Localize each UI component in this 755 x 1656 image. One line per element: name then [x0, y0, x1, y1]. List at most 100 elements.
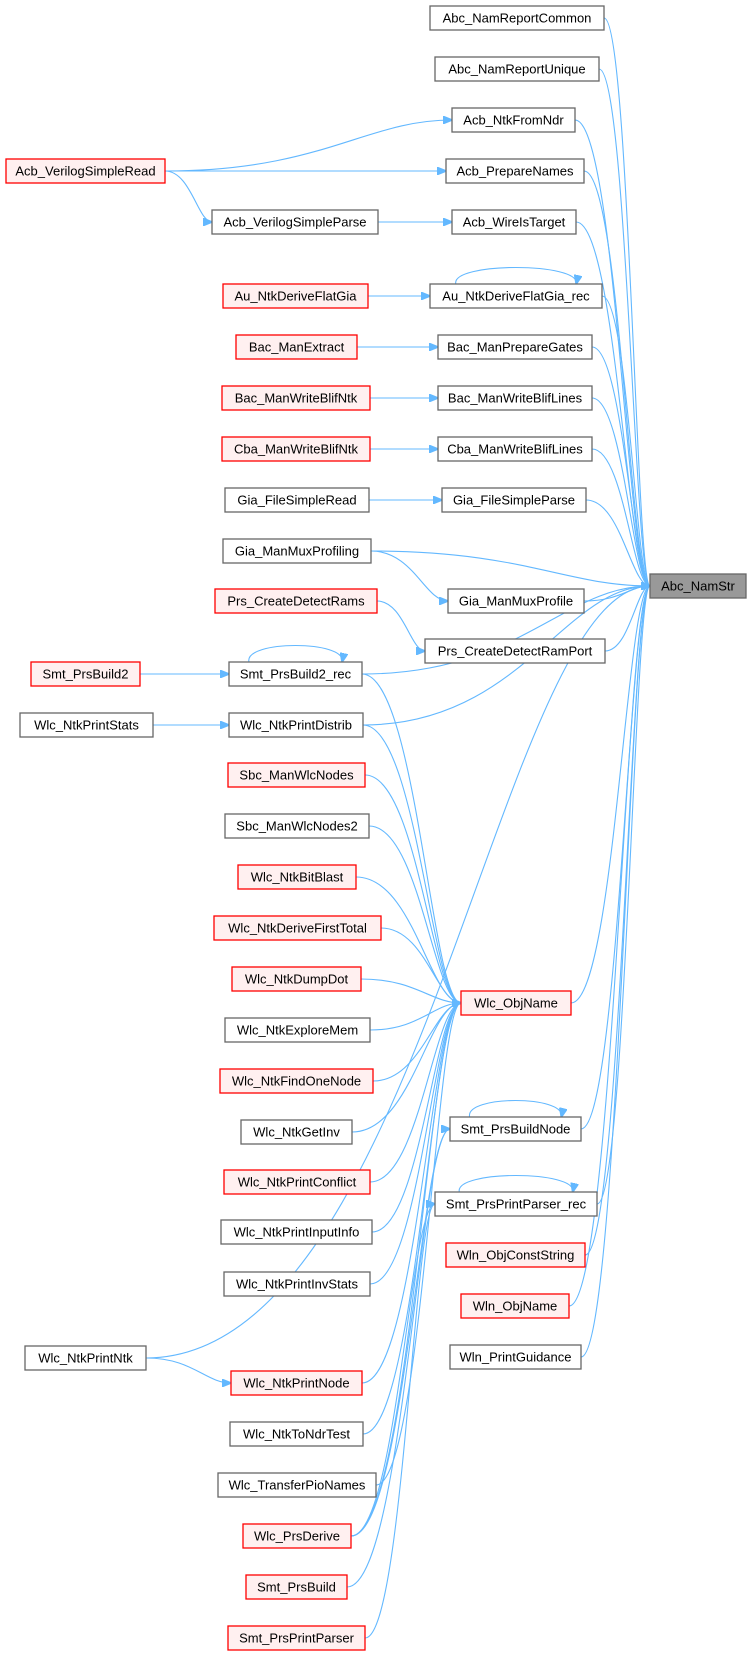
- node-wlc-ntkprintntk[interactable]: Wlc_NtkPrintNtk: [24, 1345, 147, 1371]
- node-label: Wlc_NtkPrintInputInfo: [234, 1225, 360, 1240]
- node-au-ntkderiveflatgia[interactable]: Au_NtkDeriveFlatGia: [222, 283, 369, 309]
- node-wlc-ntkderivefirsttotal[interactable]: Wlc_NtkDeriveFirstTotal: [213, 915, 382, 941]
- node-smt-prsprintparser-rec[interactable]: Smt_PrsPrintParser_rec: [434, 1191, 598, 1217]
- node-smt-prsbuild[interactable]: Smt_PrsBuild: [245, 1574, 348, 1600]
- node-box: [451, 107, 576, 133]
- node-box: [30, 661, 141, 687]
- nodes-layer: Abc_NamStr Abc_NamReportCommonAbc_NamRepo…: [5, 5, 747, 1651]
- node-acb-verilogsimpleparse[interactable]: Acb_VerilogSimpleParse: [211, 209, 379, 235]
- node-smt-prsbuildnode[interactable]: Smt_PrsBuildNode: [449, 1116, 582, 1142]
- node-box: [449, 1344, 582, 1370]
- node-wln-objname[interactable]: Wln_ObjName: [460, 1293, 570, 1319]
- node-box: [437, 436, 593, 462]
- node-wlc-ntkprintstats[interactable]: Wlc_NtkPrintStats: [19, 712, 154, 738]
- node-gia-filesimpleread[interactable]: Gia_FileSimpleRead: [224, 487, 370, 513]
- node-label: Wlc_NtkPrintConflict: [238, 1175, 357, 1190]
- node-prs-createdetectrams[interactable]: Prs_CreateDetectRams: [214, 588, 378, 614]
- node-label: Cba_ManWriteBlifLines: [447, 442, 583, 457]
- node-abc-namreportunique[interactable]: Abc_NamReportUnique: [434, 56, 600, 82]
- node-label: Acb_VerilogSimpleRead: [15, 164, 155, 179]
- node-wlc-prsderive[interactable]: Wlc_PrsDerive: [242, 1523, 352, 1549]
- node-label: Wlc_NtkPrintDistrib: [240, 718, 352, 733]
- node-bac-manextract[interactable]: Bac_ManExtract: [235, 334, 358, 360]
- edge-smt_prsbuild2_rec-to-smt_prsbuild2_rec: [248, 645, 342, 663]
- node-box: [245, 1574, 348, 1600]
- node-smt-prsprintparser[interactable]: Smt_PrsPrintParser: [227, 1625, 366, 1651]
- node-box: [24, 1345, 147, 1371]
- node-wlc-transferpionames[interactable]: Wlc_TransferPioNames: [217, 1472, 377, 1498]
- node-wlc-ntkprintdistrib[interactable]: Wlc_NtkPrintDistrib: [228, 712, 364, 738]
- edge-wlc_prsderive-to-smt_prsprintparser_rec: [350, 1204, 435, 1537]
- edge-cba_manwriteblifl-to-abc_namstr: [591, 448, 650, 586]
- node-box: [429, 283, 603, 309]
- node-label: Au_NtkDeriveFlatGia_rec: [442, 289, 590, 304]
- node-box: [220, 1219, 373, 1245]
- node-acb-ntkfromndr[interactable]: Acb_NtkFromNdr: [451, 107, 576, 133]
- node-label: Gia_ManMuxProfiling: [235, 544, 359, 559]
- node-box: [221, 385, 371, 411]
- node-label: Acb_NtkFromNdr: [463, 113, 564, 128]
- node-wlc-ntkdumpdot[interactable]: Wlc_NtkDumpDot: [231, 966, 362, 992]
- node-wlc-ntkgetinv[interactable]: Wlc_NtkGetInv: [240, 1119, 353, 1145]
- node-box: [445, 158, 585, 184]
- node-smt-prsbuild2-rec[interactable]: Smt_PrsBuild2_rec: [228, 661, 363, 687]
- node-smt-prsbuild2[interactable]: Smt_PrsBuild2: [30, 661, 141, 687]
- node-wlc-ntktondrtest[interactable]: Wlc_NtkToNdrTest: [229, 1421, 364, 1447]
- node-wlc-ntkprintinputinfo[interactable]: Wlc_NtkPrintInputInfo: [220, 1219, 373, 1245]
- node-gia-manmuxprofiling[interactable]: Gia_ManMuxProfiling: [222, 538, 372, 564]
- node-cba-manwriteblifntk[interactable]: Cba_ManWriteBlifNtk: [221, 436, 371, 462]
- edge-wlc_ntkprintinvstats-to-wlc_objname: [369, 1003, 461, 1285]
- edge-au_ntkderiveflatgia_rec-to-au_ntkderiveflatgia_rec: [455, 266, 577, 285]
- node-label: Gia_FileSimpleParse: [453, 493, 575, 508]
- node-sbc-manwlcnodes2[interactable]: Sbc_ManWlcNodes2: [224, 813, 370, 839]
- node-prs-createdetectramport[interactable]: Prs_CreateDetectRamPort: [424, 638, 606, 664]
- node-wlc-ntkprintnode[interactable]: Wlc_NtkPrintNode: [230, 1370, 363, 1396]
- edge-wlc_ntkprintconflict-to-wlc_objname: [369, 1003, 461, 1183]
- node-label: Wlc_NtkPrintStats: [34, 718, 139, 733]
- node-wln-objconststring[interactable]: Wln_ObjConstString: [445, 1242, 586, 1268]
- node-label: Wlc_NtkFindOneNode: [232, 1074, 361, 1089]
- node-wlc-ntkprintinvstats[interactable]: Wlc_NtkPrintInvStats: [223, 1271, 371, 1297]
- node-sbc-manwlcnodes[interactable]: Sbc_ManWlcNodes: [227, 762, 366, 788]
- node-box: [228, 712, 364, 738]
- node-label: Bac_ManWriteBlifNtk: [235, 391, 358, 406]
- node-box: [221, 436, 371, 462]
- node-label: Wlc_PrsDerive: [254, 1529, 340, 1544]
- node-label: Gia_FileSimpleRead: [237, 493, 356, 508]
- node-label: Prs_CreateDetectRamPort: [438, 644, 593, 659]
- edge-wln_printguidance-to-abc_namstr: [580, 586, 650, 1358]
- edge-acb_preparenames-to-abc_namstr: [583, 170, 650, 586]
- edges-layer: [139, 17, 650, 1639]
- node-label: Prs_CreateDetectRams: [227, 594, 365, 609]
- node-abc-namstr[interactable]: Abc_NamStr: [649, 573, 747, 599]
- node-au-ntkderiveflatgia-rec[interactable]: Au_NtkDeriveFlatGia_rec: [429, 283, 603, 309]
- node-label: Bac_ManPrepareGates: [447, 340, 583, 355]
- node-box: [237, 864, 357, 890]
- node-gia-filesimpleparse[interactable]: Gia_FileSimpleParse: [441, 487, 587, 513]
- node-wlc-ntkbitblast[interactable]: Wlc_NtkBitBlast: [237, 864, 357, 890]
- node-bac-manwriteblifntk[interactable]: Bac_ManWriteBlifNtk: [221, 385, 371, 411]
- node-acb-wireistarget[interactable]: Acb_WireIsTarget: [451, 209, 577, 235]
- node-abc-namreportcommon[interactable]: Abc_NamReportCommon: [429, 5, 605, 31]
- node-wlc-ntkexploremem[interactable]: Wlc_NtkExploreMem: [224, 1017, 371, 1043]
- node-acb-preparenames[interactable]: Acb_PrepareNames: [445, 158, 585, 184]
- node-gia-manmuxprofile[interactable]: Gia_ManMuxProfile: [447, 588, 585, 614]
- node-wlc-objname[interactable]: Wlc_ObjName: [460, 990, 572, 1016]
- node-bac-manwriteblifl[interactable]: Bac_ManWriteBlifLines: [437, 385, 593, 411]
- node-wln-printguidance[interactable]: Wln_PrintGuidance: [449, 1344, 582, 1370]
- node-box: [434, 1191, 598, 1217]
- node-label: Sbc_ManWlcNodes: [239, 768, 354, 783]
- node-box: [429, 5, 605, 31]
- node-acb-verilogsimpleread[interactable]: Acb_VerilogSimpleRead: [5, 158, 166, 184]
- node-wlc-ntkprintconflict[interactable]: Wlc_NtkPrintConflict: [223, 1169, 371, 1195]
- edge-smt_prsbuild2_rec-to-abc_namstr: [361, 586, 650, 675]
- edge-prs_createdetectrams-to-prs_createdetectramport: [376, 600, 425, 651]
- edge-wlc_objname-to-abc_namstr: [570, 586, 650, 1004]
- node-box: [437, 334, 593, 360]
- node-bac-manpreparegates[interactable]: Bac_ManPrepareGates: [437, 334, 593, 360]
- node-box: [217, 1472, 377, 1498]
- node-cba-manwriteblifl[interactable]: Cba_ManWriteBlifLines: [437, 436, 593, 462]
- edge-wlc_ntkprintntk-to-wlc_ntkprintnode: [145, 1357, 231, 1383]
- node-wlc-ntkfindonenode[interactable]: Wlc_NtkFindOneNode: [219, 1068, 374, 1094]
